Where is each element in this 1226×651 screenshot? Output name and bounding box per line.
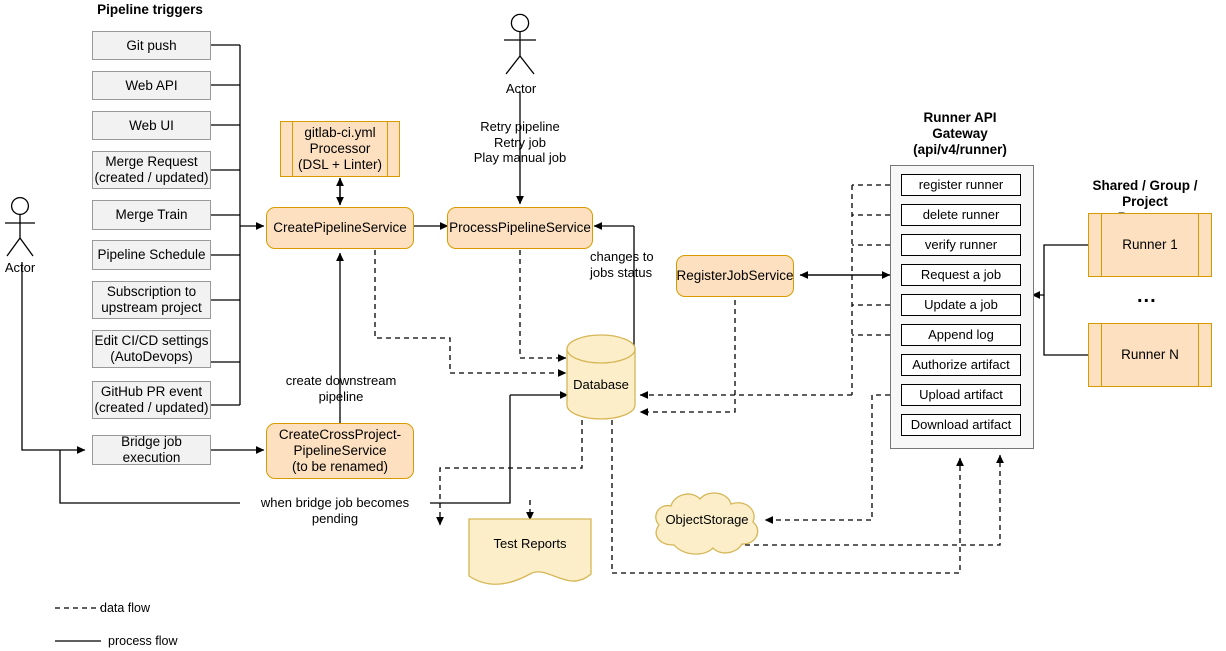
actor-top-label: Actor: [505, 81, 537, 96]
create-cross-project-pipeline-service[interactable]: CreateCrossProject- PipelineService (to …: [266, 423, 414, 479]
api-authorize-artifact[interactable]: Authorize artifact: [901, 354, 1021, 376]
runner-label: Runner 1: [1122, 237, 1178, 253]
component-bar-left: [1101, 213, 1102, 277]
test-reports-label-wrap: Test Reports: [468, 535, 592, 553]
trigger-label: Bridge job execution: [121, 434, 182, 465]
runner-api-gateway-heading: Runner API Gateway (api/v4/runner): [913, 110, 1007, 158]
service-label: RegisterJobService: [676, 268, 794, 284]
api-verify-runner[interactable]: verify runner: [901, 234, 1021, 256]
api-label: delete runner: [922, 207, 1000, 223]
legend-data-flow-line: [55, 607, 101, 609]
component-bar-right: [1198, 323, 1199, 387]
api-label: Update a job: [924, 297, 998, 313]
component-bar-right: [1198, 213, 1199, 277]
object-storage-label: ObjectStorage: [665, 512, 749, 528]
runner-n[interactable]: Runner N: [1088, 323, 1212, 387]
trigger-label: Pipeline Schedule: [97, 247, 206, 263]
trigger-edit-cicd-settings[interactable]: Edit CI/CD settings (AutoDevops): [92, 330, 211, 368]
trigger-github-pr-event[interactable]: GitHub PR event (created / updated): [92, 381, 211, 419]
trigger-merge-train[interactable]: Merge Train: [92, 200, 211, 230]
api-label: Download artifact: [910, 417, 1012, 433]
service-label: CreatePipelineService: [273, 220, 407, 236]
runner-label: Runner N: [1121, 347, 1179, 363]
api-register-runner[interactable]: register runner: [901, 174, 1021, 196]
legend-data-flow-label: data flow: [100, 601, 151, 615]
component-label: gitlab-ci.yml Processor (DSL + Linter): [298, 125, 382, 172]
api-label: Append log: [928, 327, 994, 343]
trigger-label: Edit CI/CD settings (AutoDevops): [94, 333, 209, 364]
test-reports-document-icon[interactable]: [468, 518, 592, 586]
trigger-label: Merge Request (created / updated): [94, 154, 209, 185]
database-label-wrap: Database: [566, 376, 636, 394]
api-label: Authorize artifact: [912, 357, 1010, 373]
api-delete-runner[interactable]: delete runner: [901, 204, 1021, 226]
actor-left-label: Actor: [4, 260, 36, 275]
trigger-merge-request[interactable]: Merge Request (created / updated): [92, 151, 211, 189]
retry-edge-label: Retry pipeline Retry job Play manual job: [473, 119, 567, 166]
test-reports-label: Test Reports: [493, 536, 567, 552]
component-bar-left: [1101, 323, 1102, 387]
api-download-artifact[interactable]: Download artifact: [901, 414, 1021, 436]
service-label: CreateCrossProject- PipelineService (to …: [278, 427, 402, 474]
process-pipeline-service[interactable]: ProcessPipelineService: [447, 207, 593, 249]
trigger-web-ui[interactable]: Web UI: [92, 111, 211, 140]
api-label: verify runner: [924, 237, 998, 253]
component-bar-left: [292, 121, 293, 177]
service-label: ProcessPipelineService: [449, 220, 591, 236]
pipeline-triggers-heading: Pipeline triggers: [97, 2, 203, 17]
api-request-a-job[interactable]: Request a job: [901, 264, 1021, 286]
api-append-log[interactable]: Append log: [901, 324, 1021, 346]
api-label: Upload artifact: [919, 387, 1003, 403]
changes-to-jobs-status-label: changes to jobs status: [590, 249, 654, 280]
trigger-label: Web API: [125, 77, 178, 93]
runners-ellipsis: ...: [1137, 285, 1157, 307]
trigger-label: Subscription to upstream project: [101, 284, 202, 315]
api-label: register runner: [918, 177, 1004, 193]
trigger-git-push[interactable]: Git push: [92, 31, 211, 60]
database-label: Database: [573, 377, 629, 393]
bridge-pending-label: when bridge job becomes pending: [240, 495, 430, 527]
api-update-a-job[interactable]: Update a job: [901, 294, 1021, 316]
legend-process-flow-label: process flow: [108, 634, 178, 648]
runner-1[interactable]: Runner 1: [1088, 213, 1212, 277]
register-job-service[interactable]: RegisterJobService: [676, 255, 794, 297]
trigger-label: Merge Train: [115, 207, 188, 223]
actor-top-icon: [504, 13, 536, 75]
trigger-label: Web UI: [129, 117, 174, 133]
actor-left-icon: [5, 196, 35, 257]
component-bar-right: [387, 121, 388, 177]
object-storage-label-wrap: ObjectStorage: [648, 511, 766, 529]
trigger-pipeline-schedule[interactable]: Pipeline Schedule: [92, 240, 211, 270]
legend-process-flow-line: [55, 640, 101, 642]
create-pipeline-service[interactable]: CreatePipelineService: [266, 207, 414, 249]
create-downstream-pipeline-label: create downstream pipeline: [285, 373, 397, 404]
trigger-subscription-upstream[interactable]: Subscription to upstream project: [92, 281, 211, 319]
gitlab-ci-yml-processor-component[interactable]: gitlab-ci.yml Processor (DSL + Linter): [280, 121, 400, 177]
api-label: Request a job: [920, 267, 1002, 283]
database-cylinder-icon[interactable]: [566, 334, 636, 420]
trigger-label: Git push: [126, 37, 177, 53]
api-upload-artifact[interactable]: Upload artifact: [901, 384, 1021, 406]
trigger-bridge-job-execution[interactable]: Bridge job execution: [92, 434, 211, 465]
trigger-label: GitHub PR event (created / updated): [94, 384, 209, 415]
object-storage-cloud-icon[interactable]: [648, 488, 766, 558]
trigger-web-api[interactable]: Web API: [92, 71, 211, 100]
